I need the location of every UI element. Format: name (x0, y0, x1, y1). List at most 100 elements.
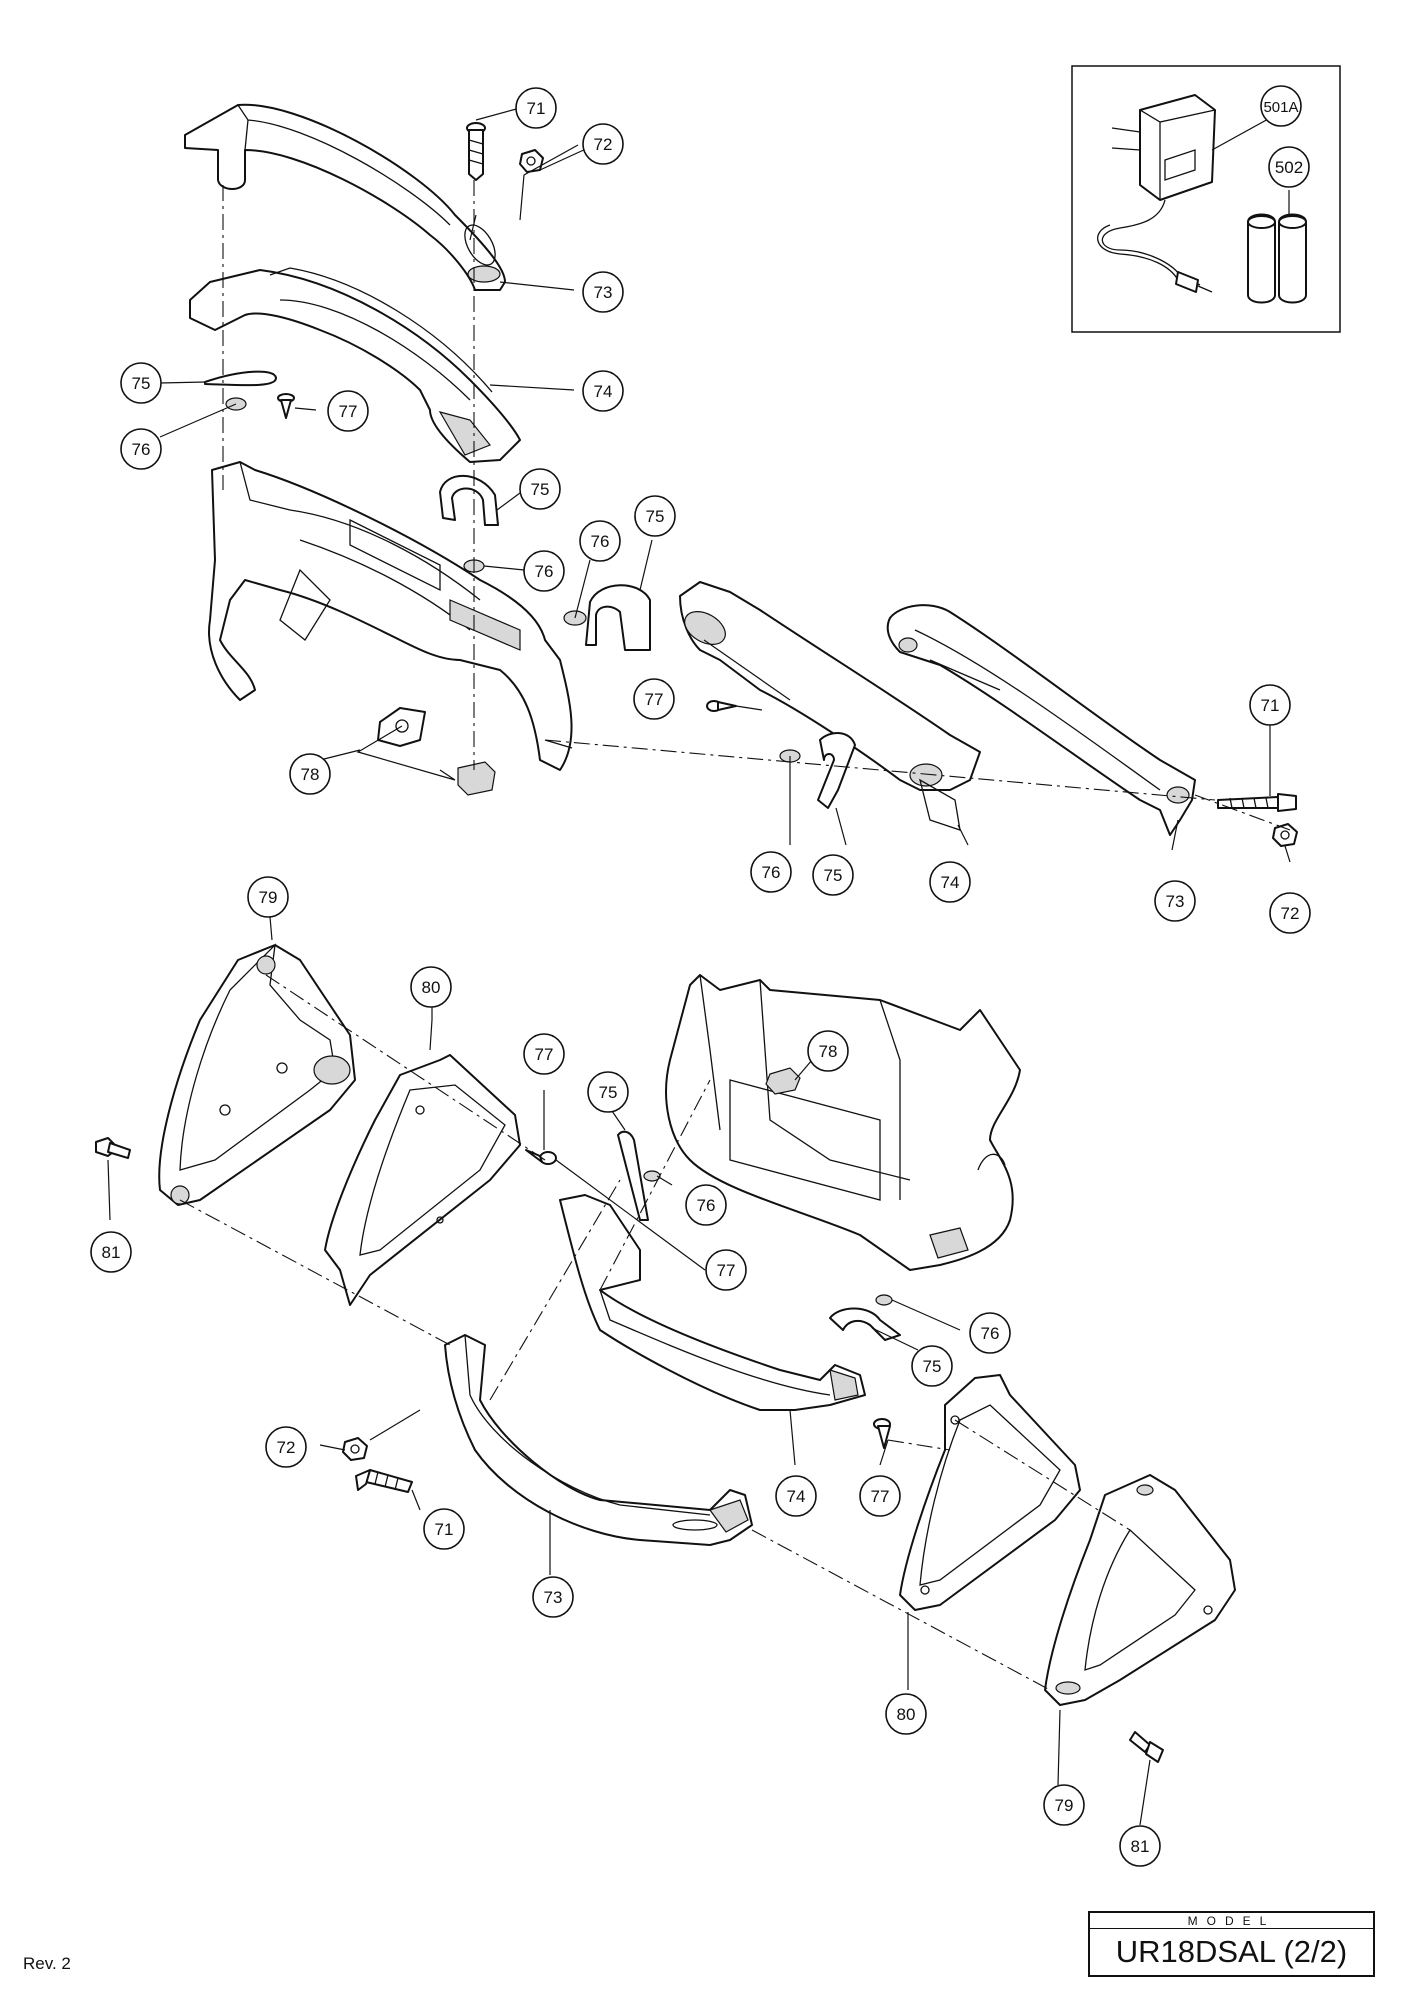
revision-label: Rev. 2 (23, 1954, 71, 1973)
callout-76-upper-mid: 76 (523, 550, 565, 592)
callout-75-center: 75 (634, 495, 676, 537)
screw-icon (466, 122, 486, 181)
svg-text:76: 76 (535, 562, 554, 581)
callout-80-right: 80 (885, 1693, 927, 1735)
callout-74-middle: 74 (929, 861, 971, 903)
svg-text:501A: 501A (1263, 99, 1298, 116)
svg-text:80: 80 (422, 978, 441, 997)
callout-77-upper-left: 77 (327, 390, 369, 432)
svg-text:71: 71 (435, 1520, 454, 1539)
model-title-box: MODEL UR18DSAL (2/2) (1088, 1911, 1375, 1977)
svg-text:76: 76 (762, 863, 781, 882)
svg-text:79: 79 (1055, 1796, 1074, 1815)
svg-text:75: 75 (132, 374, 151, 393)
svg-text:81: 81 (102, 1243, 121, 1262)
tapping-screw-upper (277, 393, 295, 419)
callout-77-center: 77 (633, 678, 675, 720)
callout-74-lower: 74 (775, 1475, 817, 1517)
right-upper-handle (886, 604, 1196, 836)
callout-501A: 501A (1260, 85, 1302, 127)
ac-adapter-icon (1097, 94, 1216, 293)
model-label: MODEL (1090, 1915, 1373, 1929)
svg-text:75: 75 (531, 480, 550, 499)
callout-72-right: 72 (1269, 892, 1311, 934)
main-housing-lower (665, 974, 1021, 1271)
svg-text:73: 73 (1166, 892, 1185, 911)
callout-71-lower: 71 (423, 1508, 465, 1550)
callout-502: 502 (1268, 146, 1310, 188)
callout-76-lower-left: 76 (685, 1184, 727, 1226)
rubber-foot-upper (377, 707, 496, 796)
callout-75-upper-mid: 75 (519, 468, 561, 510)
svg-text:78: 78 (301, 765, 320, 784)
svg-text:76: 76 (132, 440, 151, 459)
callout-77-lower-left: 77 (523, 1033, 565, 1075)
callout-77-lower-right: 77 (859, 1475, 901, 1517)
lower-handle (444, 1334, 753, 1546)
svg-text:74: 74 (787, 1487, 806, 1506)
callout-76-lower-right: 76 (969, 1312, 1011, 1354)
svg-text:76: 76 (981, 1324, 1000, 1343)
clip-upper-middle (439, 474, 499, 526)
svg-text:502: 502 (1275, 158, 1303, 177)
svg-text:74: 74 (594, 382, 613, 401)
side-plate-right (899, 1374, 1081, 1611)
svg-text:72: 72 (277, 1438, 296, 1457)
callout-81-right: 81 (1119, 1825, 1161, 1867)
nut-lower (342, 1437, 368, 1461)
nut-icon (519, 149, 544, 173)
svg-text:71: 71 (527, 99, 546, 118)
callout-71-upper: 71 (515, 87, 557, 129)
svg-text:74: 74 (941, 873, 960, 892)
callout-79-left: 79 (247, 876, 289, 918)
side-cover-left (158, 943, 356, 1206)
bolt-left (95, 1137, 131, 1159)
svg-text:75: 75 (599, 1083, 618, 1102)
callout-76-lower-center: 76 (750, 851, 792, 893)
middle-handle-cover (679, 581, 981, 831)
svg-text:73: 73 (544, 1588, 563, 1607)
accessory-inset-frame (1071, 65, 1341, 333)
callout-72-lower: 72 (265, 1426, 307, 1468)
svg-text:75: 75 (646, 507, 665, 526)
upper-handle-cover (189, 267, 521, 463)
callout-80-left: 80 (410, 966, 452, 1008)
svg-text:77: 77 (717, 1261, 736, 1280)
svg-text:77: 77 (339, 402, 358, 421)
clip-upper-left (204, 370, 277, 387)
callout-73-right: 73 (1154, 880, 1196, 922)
callout-73-lower: 73 (532, 1576, 574, 1618)
callout-75-upper-left: 75 (120, 362, 162, 404)
side-cover-right (1044, 1474, 1236, 1706)
svg-text:76: 76 (591, 532, 610, 551)
svg-text:80: 80 (897, 1705, 916, 1724)
svg-text:77: 77 (645, 690, 664, 709)
rubber-foot-lower (765, 1067, 801, 1095)
clip-lower-right (829, 1307, 901, 1341)
svg-text:79: 79 (259, 888, 278, 907)
callout-79-right: 79 (1043, 1784, 1085, 1826)
callout-71-right: 71 (1249, 684, 1291, 726)
svg-text:81: 81 (1131, 1837, 1150, 1856)
clip-lower-left (617, 1130, 649, 1221)
callout-72-upper: 72 (582, 123, 624, 165)
clip-lower-center (817, 732, 856, 809)
callout-75-lower-center: 75 (812, 854, 854, 896)
side-plate-left (324, 1054, 521, 1306)
callout-75-lower-right: 75 (911, 1345, 953, 1387)
svg-text:77: 77 (535, 1045, 554, 1064)
callout-78-upper: 78 (289, 753, 331, 795)
svg-text:78: 78 (819, 1042, 838, 1061)
svg-text:71: 71 (1261, 696, 1280, 715)
tapping-screw-lower-right (873, 1418, 891, 1449)
model-name: UR18DSAL (2/2) (1115, 1934, 1348, 1969)
screw-right-upper (1217, 793, 1297, 812)
callout-78-lower: 78 (807, 1030, 849, 1072)
callout-75-lower-left: 75 (587, 1071, 629, 1113)
callout-73-upper: 73 (582, 271, 624, 313)
svg-text:76: 76 (697, 1196, 716, 1215)
callout-81-left: 81 (90, 1231, 132, 1273)
upper-handle (184, 103, 506, 291)
upper-body-frame (208, 461, 573, 771)
